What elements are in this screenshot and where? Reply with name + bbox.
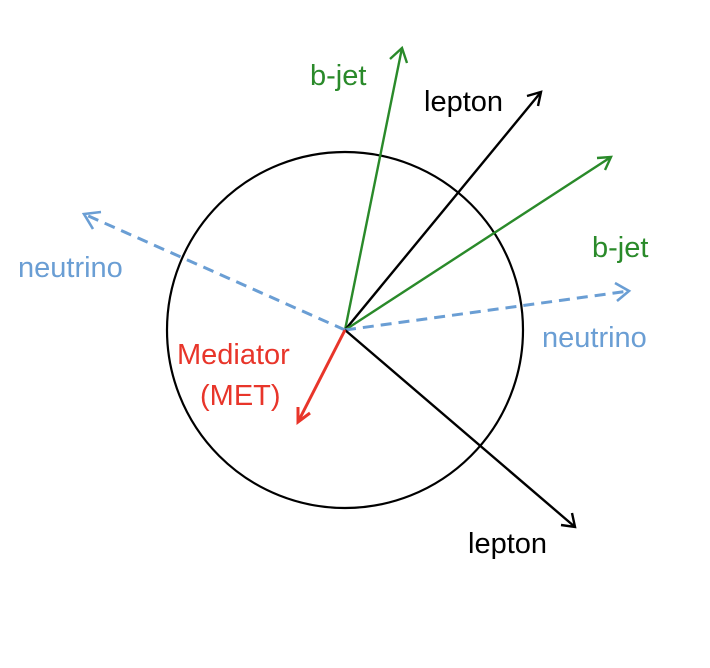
lepton-top-label: lepton	[424, 86, 503, 118]
lepton-bottom-arrow	[344, 329, 576, 528]
lepton-bottom-label: lepton	[468, 528, 547, 560]
met-label: (MET)	[200, 380, 281, 412]
lepton-bottom-arrowhead	[560, 512, 577, 529]
bjet-right-arrow	[344, 155, 612, 332]
mediator-label: Mediator	[177, 339, 290, 371]
neutrino-right-arrow	[344, 289, 630, 332]
lepton-top-arrow	[344, 91, 542, 331]
lepton-top-arrowhead	[526, 90, 543, 107]
bjet-right-arrowhead	[596, 155, 613, 171]
bjet-top-label: b-jet	[310, 60, 366, 92]
mediator-arrow	[296, 329, 347, 423]
neutrino-left-arrow	[83, 212, 346, 332]
neutrino-left-label: neutrino	[18, 252, 123, 284]
bjet-top-arrow	[343, 47, 404, 331]
neutrino-left-arrowhead	[81, 210, 102, 230]
bjet-top-arrowhead	[389, 45, 409, 64]
detector-circle	[165, 150, 525, 510]
neutrino-right-arrowhead	[614, 281, 632, 302]
bjet-right-label: b-jet	[592, 232, 648, 264]
neutrino-right-label: neutrino	[542, 322, 647, 354]
mediator-arrowhead	[296, 407, 311, 425]
